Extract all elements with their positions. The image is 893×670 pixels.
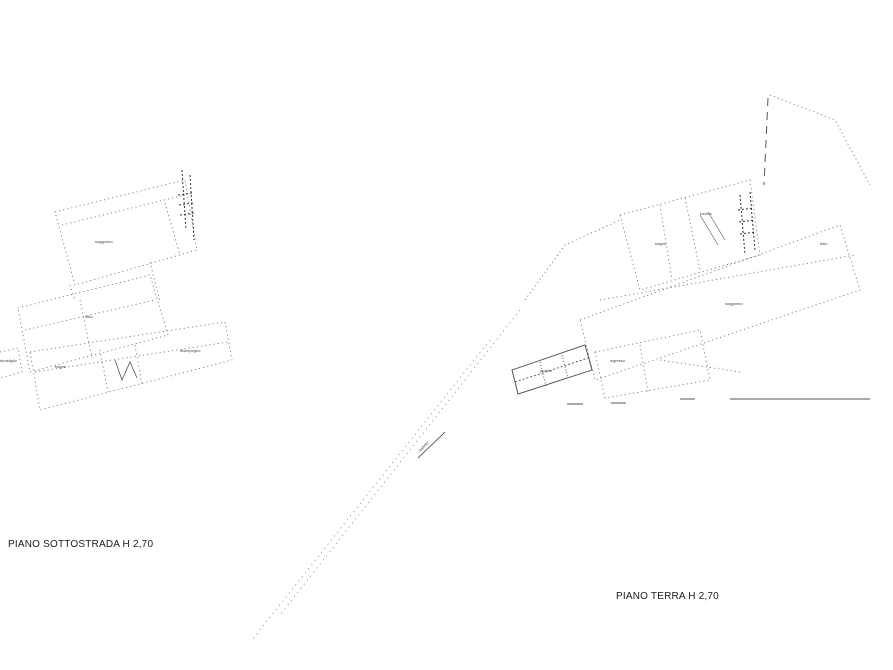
basement-lower-room [29, 321, 233, 411]
ground-reference-line [763, 97, 769, 186]
basement-room-label: disimpegno [180, 348, 201, 353]
ground-room-label: letto [820, 241, 828, 246]
basement-room-label: ripostiglio [0, 358, 18, 363]
ground-wall [659, 359, 741, 373]
ground-outline [524, 219, 621, 301]
ground-outline [769, 94, 871, 186]
walkway-arrow [417, 431, 446, 459]
ground-floor-label: PIANO TERRA H 2,70 [616, 591, 719, 602]
basement-room-label: letto [85, 314, 93, 319]
ground-wall [684, 197, 701, 271]
basement-wall [69, 284, 76, 301]
walkway-edge-left [251, 339, 491, 641]
porch-outline [511, 344, 593, 395]
basement-wall [34, 341, 229, 373]
ground-lower-room [594, 329, 711, 399]
ground-plan [524, 94, 871, 399]
ground-room-label: portico [540, 368, 553, 373]
basement-wall [149, 261, 161, 303]
ground-room-label: cucina [700, 211, 712, 216]
basement-middle-room [17, 274, 169, 373]
basement-stair-marks [114, 359, 138, 382]
basement-wall [79, 299, 93, 359]
ground-upper-room [619, 179, 761, 291]
walkway [251, 309, 521, 641]
basement-wall [61, 194, 186, 226]
basement-upper-room [54, 179, 198, 286]
ground-room-label: soggiorno [725, 301, 743, 306]
basement-room-label: soggiorno [95, 239, 113, 244]
walkway-label: vialetto [417, 440, 430, 453]
basement-room-labels: soggiorno letto bagno disimpegno riposti… [0, 239, 201, 369]
ground-staircase [737, 191, 757, 256]
ground-wall [599, 254, 856, 301]
ground-room-label: ingresso [610, 358, 626, 363]
ground-porch [511, 344, 593, 395]
ground-wall [659, 204, 673, 281]
basement-room-label: bagno [55, 364, 67, 369]
basement-wall [134, 344, 143, 386]
ground-main-room [579, 224, 861, 381]
ground-room-labels: cucina bagno soggiorno letto portico ing… [540, 211, 828, 373]
basement-staircase [177, 169, 195, 241]
walkway-edge-right [279, 309, 521, 616]
ground-wall [639, 344, 649, 393]
basement-stub [0, 347, 23, 379]
basement-wall [164, 202, 181, 256]
ground-baseline [567, 398, 870, 405]
basement-wall [99, 349, 109, 393]
basement-floor-label: PIANO SOTTOSTRADA H 2,70 [8, 539, 154, 550]
basement-plan [0, 179, 233, 411]
ground-room-label: bagno [655, 241, 667, 246]
ground-diagonal-marks [699, 211, 726, 246]
